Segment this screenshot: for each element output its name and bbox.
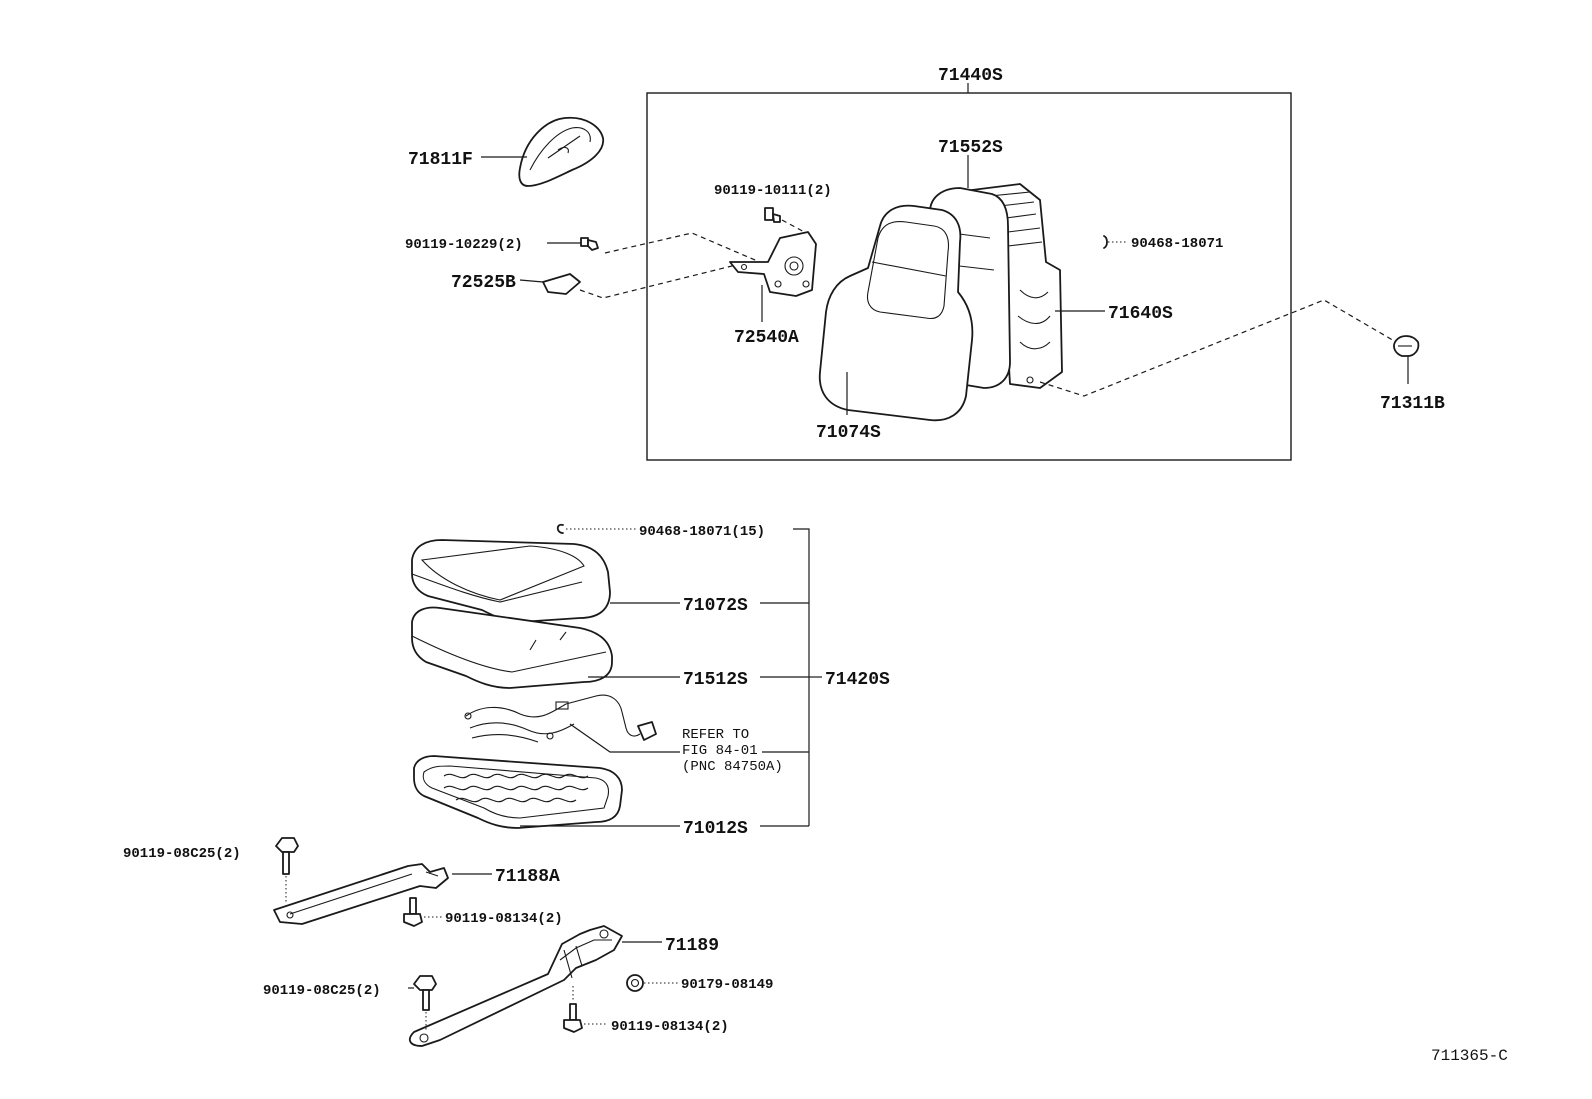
label-90119-10111: 90119-10111(2) <box>714 183 832 199</box>
screw-90119-10111-part <box>764 207 781 223</box>
label-71420S: 71420S <box>825 670 890 690</box>
bolt-08134-lower-part <box>563 1003 583 1033</box>
seat-heater-harness-part <box>464 694 657 743</box>
label-71440S: 71440S <box>938 66 1003 86</box>
figure-code: 711365-C <box>1431 1047 1508 1065</box>
label-72525B: 72525B <box>451 273 516 293</box>
leader-refer <box>569 723 680 753</box>
track-71188A-part <box>273 863 449 925</box>
label-90119-08C25-upper: 90119-08C25(2) <box>123 846 241 862</box>
label-90119-08C25-lower: 90119-08C25(2) <box>263 983 381 999</box>
seatback-group-box <box>646 83 1292 461</box>
hog-ring-cushion-part <box>556 523 564 534</box>
label-72540A: 72540A <box>734 328 799 348</box>
cover-72525B-part <box>542 273 581 295</box>
seatback-cover-71074S-part <box>818 204 974 422</box>
label-90119-10229: 90119-10229(2) <box>405 237 523 253</box>
label-71189: 71189 <box>665 936 719 956</box>
nut-90179-08149-part <box>626 974 644 992</box>
label-90119-08134-upper: 90119-08134(2) <box>445 911 563 927</box>
screw-90119-10229-part <box>580 237 599 251</box>
label-71811F: 71811F <box>408 150 473 170</box>
label-90179-08149: 90179-08149 <box>681 977 773 993</box>
hog-ring-back-part <box>1103 235 1108 249</box>
bolt-08134-upper-part <box>403 897 423 927</box>
refer-line-2: FIG 84-01 <box>682 743 758 759</box>
cushion-pad-71512S-part <box>411 606 613 689</box>
label-71512S: 71512S <box>683 670 748 690</box>
label-71188A: 71188A <box>495 867 560 887</box>
hinge-72540A-part <box>729 231 817 297</box>
cushion-frame-71012S-part <box>413 755 623 829</box>
label-71552S: 71552S <box>938 138 1003 158</box>
label-71012S: 71012S <box>683 819 748 839</box>
headrest-part <box>518 116 604 187</box>
refer-line-1: REFER TO <box>682 727 749 743</box>
label-90468-18071-15: 90468-18071(15) <box>639 524 765 540</box>
cushion-cover-71072S-part <box>411 539 611 623</box>
label-90468-18071: 90468-18071 <box>1131 236 1223 252</box>
bolt-08C25-lower-part <box>413 975 437 1011</box>
label-71072S: 71072S <box>683 596 748 616</box>
label-71311B: 71311B <box>1380 394 1445 414</box>
refer-line-3: (PNC 84750A) <box>682 759 783 775</box>
cushion-assy-bracket <box>793 528 822 826</box>
label-71640S: 71640S <box>1108 304 1173 324</box>
label-90119-08134-lower: 90119-08134(2) <box>611 1019 729 1035</box>
knob-71311B-part <box>1393 335 1420 357</box>
track-71189-part <box>408 925 623 1047</box>
bolt-08C25-upper-part <box>275 837 299 875</box>
leader-72525B <box>519 279 544 283</box>
label-71074S: 71074S <box>816 423 881 443</box>
